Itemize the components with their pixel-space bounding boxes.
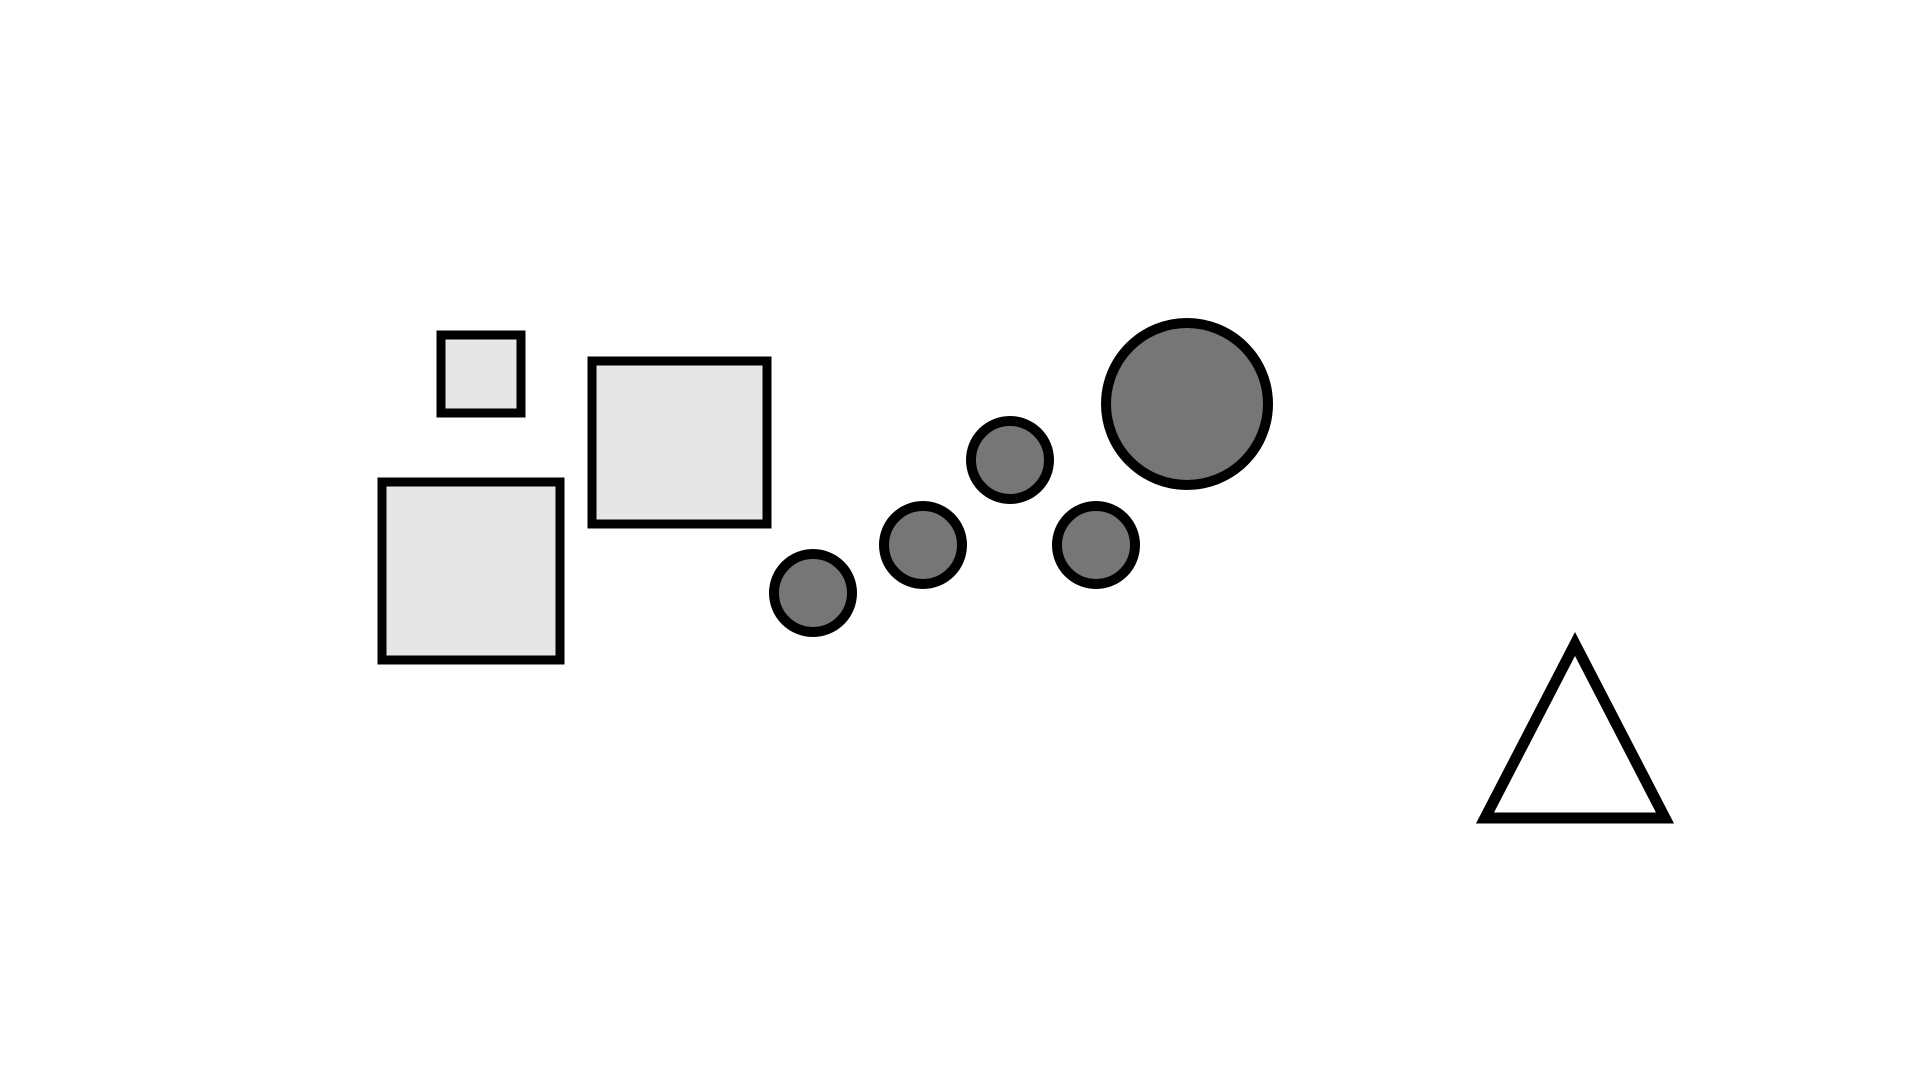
circle-large xyxy=(1101,318,1273,490)
square-large-lower-left xyxy=(377,477,565,665)
triangle-outline xyxy=(1475,632,1675,824)
circle-small-1 xyxy=(769,549,857,637)
circle-small-3 xyxy=(966,416,1054,504)
square-large-upper xyxy=(587,356,772,529)
circle-small-4 xyxy=(1052,501,1140,589)
circle-small-2 xyxy=(879,501,967,589)
square-small xyxy=(436,330,526,418)
